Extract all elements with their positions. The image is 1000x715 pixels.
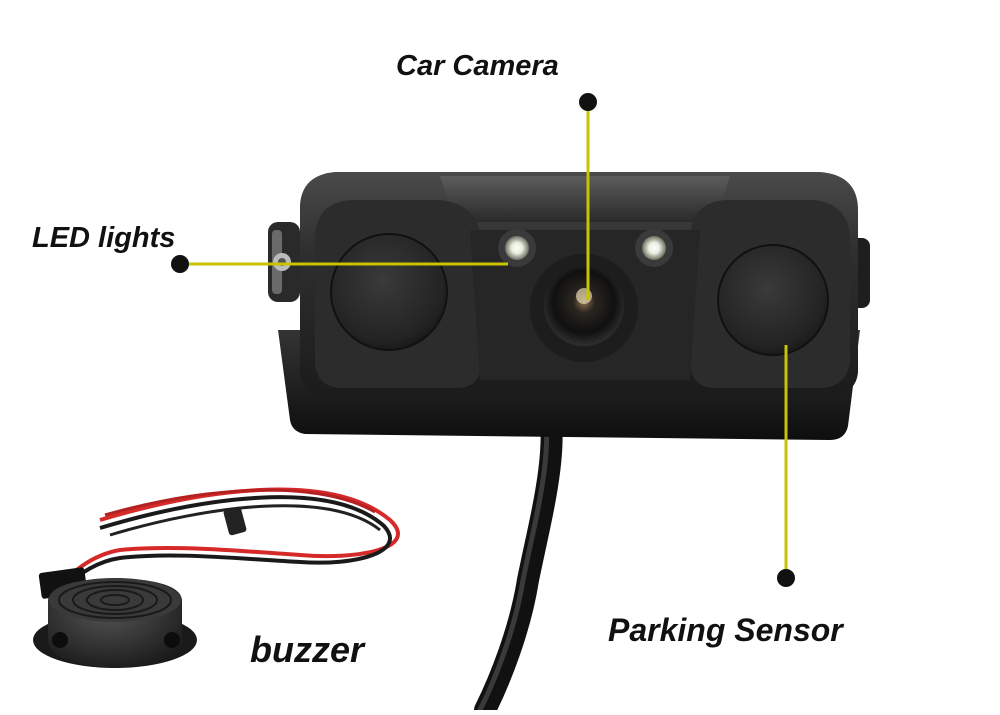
label-car-camera: Car Camera bbox=[396, 50, 559, 82]
parking-sensor-left bbox=[330, 233, 448, 351]
label-led-lights: LED lights bbox=[32, 222, 176, 254]
callout-parking-sensor bbox=[777, 345, 795, 587]
callout-car-camera bbox=[579, 93, 597, 300]
parking-sensor-right bbox=[717, 244, 829, 356]
led-light-left bbox=[498, 229, 536, 267]
label-buzzer: buzzer bbox=[250, 629, 365, 670]
callout-led-lights bbox=[171, 255, 508, 273]
buzzer-device bbox=[33, 578, 197, 668]
label-parking-sensor: Parking Sensor bbox=[608, 612, 843, 648]
camera-cable bbox=[474, 389, 563, 715]
camera-lens bbox=[530, 254, 638, 362]
led-light-right bbox=[635, 229, 673, 267]
